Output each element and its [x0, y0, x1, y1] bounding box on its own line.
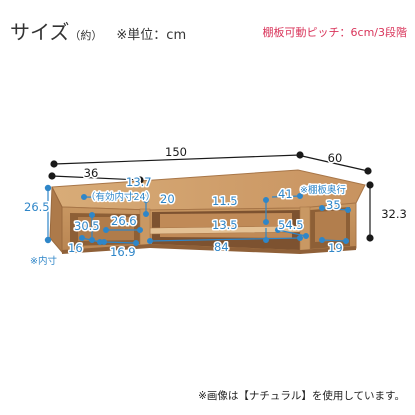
left-height-label: 26.5 [24, 200, 50, 214]
right-shelf-depth-note: ※棚板奥行 [300, 184, 346, 196]
dot [143, 197, 150, 204]
dot [319, 205, 326, 212]
left-bottom-line [103, 241, 137, 244]
width-dot-left [50, 160, 58, 168]
page-title: サイズ（約） ※単位：cm [10, 16, 186, 45]
dot [297, 235, 304, 242]
center-depth-label: 41 [278, 187, 293, 201]
unit-label: ※単位：cm [116, 28, 187, 43]
dot [343, 238, 350, 245]
right-shelf-depth-label: 35 [326, 198, 341, 212]
depth-label: 60 [328, 151, 343, 165]
left-effective-label: 13.7 [126, 175, 152, 189]
center-upper-label: 11.5 [212, 194, 238, 208]
left-bottom-label: 16.9 [110, 245, 136, 259]
width-label: 150 [165, 145, 187, 159]
dot [297, 193, 304, 200]
right-inner-width-line [277, 229, 307, 237]
dimension-labels: 150 60 32.3 36 26.5 30.5 16 13.7 （有効内寸24… [23, 144, 409, 269]
depth-line [301, 155, 369, 172]
center-depth-line [271, 195, 301, 198]
title-text: サイズ [10, 20, 70, 44]
left-depth-dot-a [48, 172, 56, 180]
right-height-line [321, 239, 347, 242]
left-effective-line [83, 196, 145, 199]
right-inner-width-label: 54.5 [278, 218, 304, 232]
board-bottom-edge [62, 244, 356, 254]
left-inner-height-label: 30.5 [74, 219, 100, 233]
left-depth-dot-b [136, 176, 144, 184]
dot [143, 211, 150, 218]
dot [263, 219, 270, 226]
width-dot-right [296, 151, 304, 159]
outer-dimensions [48, 151, 374, 242]
right-shelf-depth-line [321, 207, 349, 211]
dot [275, 227, 282, 234]
center-width-line [149, 237, 301, 242]
shelf-gap-label: 20 [160, 192, 175, 206]
dot [133, 240, 140, 247]
inner-size-note: ※内寸 [30, 255, 57, 267]
width-line [53, 154, 301, 165]
height-dot-bottom [366, 234, 374, 242]
center-lower-label: 13.5 [212, 218, 238, 232]
inner-dimensions [44, 184, 352, 247]
dot [102, 227, 109, 234]
left-inner-depth-line [81, 237, 101, 243]
dot [319, 237, 326, 244]
dot [100, 239, 107, 246]
depth-dot-right [364, 167, 372, 175]
height-label: 32.3 [381, 207, 407, 221]
height-dot-top [366, 181, 374, 189]
dot [80, 194, 87, 201]
shelf-pitch-note: 棚板可動ピッチ：6cm/3段階 [262, 26, 407, 39]
footer-note: ※画像は【ナチュラル】を使用しています。 [198, 390, 405, 402]
dot [263, 197, 270, 204]
right-height-label: 19 [328, 241, 343, 255]
left-inner-depth-label: 16 [68, 241, 83, 255]
dot [147, 238, 154, 245]
title-note: （約） [69, 29, 103, 42]
dot [137, 227, 144, 234]
right-cubby-back [315, 210, 346, 242]
dot [345, 207, 352, 214]
dot [44, 236, 52, 244]
center-width-label: 84 [214, 240, 229, 254]
dot [303, 233, 310, 240]
left-effective-inner-note: （有効内寸24） [86, 191, 155, 203]
dot [44, 184, 52, 192]
dot [88, 212, 95, 219]
left-inner-width-label: 26.6 [111, 214, 137, 228]
left-depth-line [51, 175, 141, 181]
dot [78, 235, 85, 242]
left-depth-label: 36 [84, 166, 99, 180]
